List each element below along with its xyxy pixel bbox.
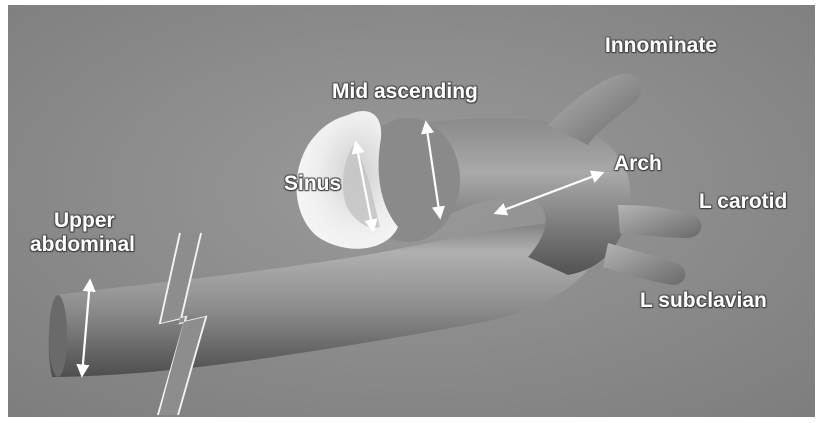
label-l-carotid: L carotid — [699, 191, 787, 213]
label-upper-abdominal-line2: abdominal — [30, 234, 135, 256]
diagram-panel: Innominate Mid ascending Sinus Arch L ca… — [8, 5, 815, 417]
descending-aorta-end — [49, 295, 67, 377]
label-mid-ascending: Mid ascending — [332, 81, 478, 103]
label-arch: Arch — [614, 153, 662, 175]
label-upper-abdominal-line1: Upper — [54, 210, 115, 232]
aorta-diagram — [8, 5, 815, 417]
label-l-subclavian: L subclavian — [640, 290, 767, 312]
label-innominate: Innominate — [605, 35, 717, 57]
label-sinus: Sinus — [284, 173, 341, 195]
